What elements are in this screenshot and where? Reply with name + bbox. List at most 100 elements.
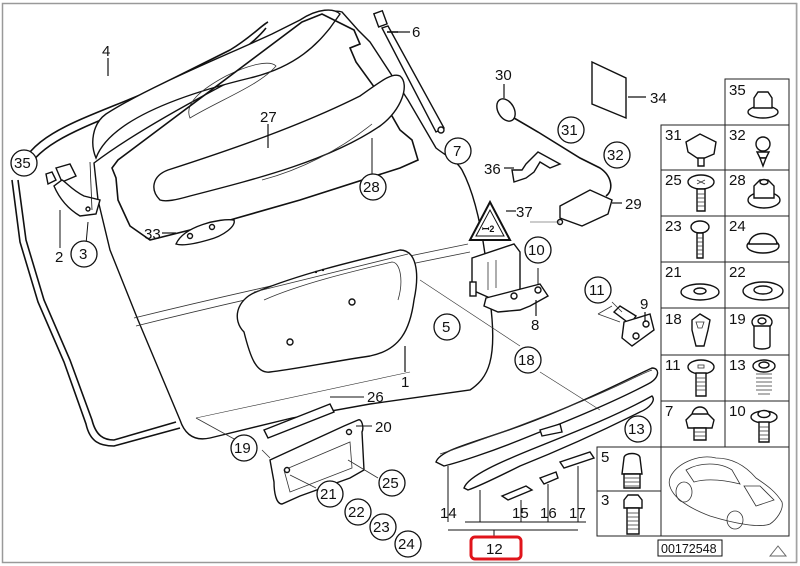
label-27: 27 [260, 109, 277, 126]
adhesive-pad [591, 60, 627, 120]
cell-label-32: 32 [729, 127, 746, 144]
svg-text:35: 35 [14, 155, 31, 172]
callout-5[interactable]: 5 [433, 313, 461, 341]
svg-text:19: 19 [234, 440, 251, 457]
svg-text:13: 13 [628, 421, 645, 438]
hex-bolt-icon [623, 494, 643, 535]
callout-32[interactable]: 32 [603, 141, 631, 169]
callout-25[interactable]: 25 [378, 469, 406, 497]
callout-28[interactable]: 28 [359, 173, 387, 201]
svg-text:23: 23 [373, 519, 390, 536]
label-37: 37 [516, 204, 533, 221]
small-screw-icon [690, 220, 710, 259]
gas-strut [372, 9, 445, 134]
release-cable [496, 98, 612, 197]
part-labels: 4 6 27 30 34 36 37 29 33 2 1 8 9 26 20 1… [55, 24, 667, 522]
flat-head-screw-icon [687, 359, 715, 397]
cap-nut-icon [747, 178, 781, 209]
cell-label-11: 11 [665, 357, 681, 374]
svg-text:32: 32 [607, 147, 624, 164]
callout-13[interactable]: 13 [624, 415, 652, 443]
callout-18[interactable]: 18 [514, 346, 542, 374]
label-1: 1 [401, 374, 409, 391]
label-16: 16 [540, 505, 557, 522]
label-30: 30 [495, 67, 512, 84]
warning-triangle-icon [768, 545, 788, 557]
spring-screw-icon [752, 359, 776, 395]
bottom-grid: 5 3 [596, 446, 790, 537]
flange-nut-icon [747, 91, 779, 119]
cable-bracket [511, 151, 562, 183]
cell-label-24: 24 [729, 218, 746, 235]
svg-text:31: 31 [561, 122, 578, 139]
label-34: 34 [650, 90, 667, 107]
svg-text:28: 28 [363, 179, 380, 196]
insert-15 [500, 485, 534, 501]
callout-7[interactable]: 7 [444, 137, 472, 165]
svg-text:10: 10 [528, 242, 545, 259]
callout-21[interactable]: 21 [316, 480, 344, 508]
label-29: 29 [625, 196, 642, 213]
circled-callouts: 35 3 7 28 31 32 10 11 5 18 13 19 25 21 2… [10, 116, 652, 558]
cell-label-35: 35 [729, 82, 746, 99]
highlight-box [469, 535, 523, 561]
svg-text:21: 21 [320, 486, 337, 503]
label-17: 17 [569, 505, 586, 522]
cell-label-31: 31 [665, 127, 682, 144]
washer-icon [742, 281, 784, 301]
svg-text:5: 5 [442, 319, 450, 336]
svg-text:ꟷ2: ꟷ2 [482, 224, 494, 234]
clip-16 [538, 471, 559, 485]
hinge [45, 163, 101, 217]
label-12: 12 [486, 541, 503, 558]
svg-text:22: 22 [348, 504, 365, 521]
tailgate-lock [469, 243, 550, 313]
callout-23[interactable]: 23 [369, 513, 397, 541]
cell-label-23: 23 [665, 218, 682, 235]
label-4: 4 [102, 43, 110, 60]
svg-text:11: 11 [589, 282, 605, 299]
cell-label-13: 13 [729, 357, 746, 374]
self-tapping-screw-icon [687, 174, 715, 212]
label-14: 14 [440, 505, 457, 522]
label-20: 20 [375, 419, 392, 436]
callout-24[interactable]: 24 [394, 530, 422, 558]
svg-text:25: 25 [382, 475, 399, 492]
plate-screw-hole [286, 338, 294, 346]
callout-3[interactable]: 3 [70, 240, 98, 268]
flange-screw-icon [750, 409, 778, 443]
svg-text:18: 18 [518, 352, 535, 369]
callout-31[interactable]: 31 [557, 116, 585, 144]
callout-22[interactable]: 22 [344, 498, 372, 526]
hardware-parts [680, 91, 784, 443]
insert-17 [558, 451, 596, 469]
cell-label-3: 3 [601, 492, 609, 509]
warning-label: ꟷ2 [468, 199, 512, 241]
tailgate-panel [92, 9, 494, 440]
rubber-cap-icon [746, 232, 780, 254]
drawing-number-text: 00172548 [661, 542, 717, 556]
clip-nut-icon [685, 133, 717, 167]
label-33: 33 [144, 226, 161, 243]
cell-label-18: 18 [665, 311, 682, 328]
callout-35[interactable]: 35 [10, 149, 38, 177]
grommet-sleeve-icon [751, 314, 773, 350]
cell-label-7: 7 [665, 403, 673, 420]
cell-label-5: 5 [601, 449, 609, 466]
ball-stud-icon [685, 406, 715, 441]
label-6: 6 [412, 24, 420, 41]
callout-10[interactable]: 10 [524, 236, 552, 264]
cell-label-19: 19 [729, 311, 746, 328]
handle-trim [435, 367, 659, 491]
cell-label-28: 28 [729, 172, 746, 189]
cell-label-22: 22 [729, 264, 746, 281]
cell-label-10: 10 [729, 403, 746, 420]
callout-19[interactable]: 19 [230, 434, 258, 462]
hardware-grid-labels: 35 31 32 25 28 23 24 21 22 18 19 11 13 7… [665, 82, 746, 420]
svg-text:7: 7 [453, 143, 461, 160]
callout-11[interactable]: 11 [584, 276, 612, 304]
label-2: 2 [55, 249, 63, 266]
label-26: 26 [367, 389, 384, 406]
highlighted-callout-12[interactable]: 12 [469, 535, 523, 561]
domed-nut-bolt-icon [621, 452, 643, 489]
